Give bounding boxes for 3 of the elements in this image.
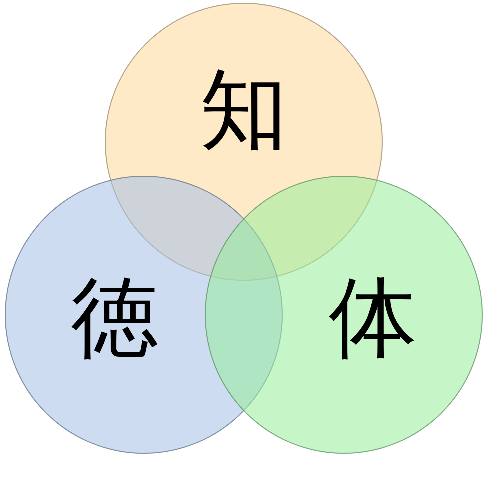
circle-label: 徳 [71,274,159,362]
circle-label: 知 [200,66,288,154]
circle-label: 体 [329,274,417,362]
